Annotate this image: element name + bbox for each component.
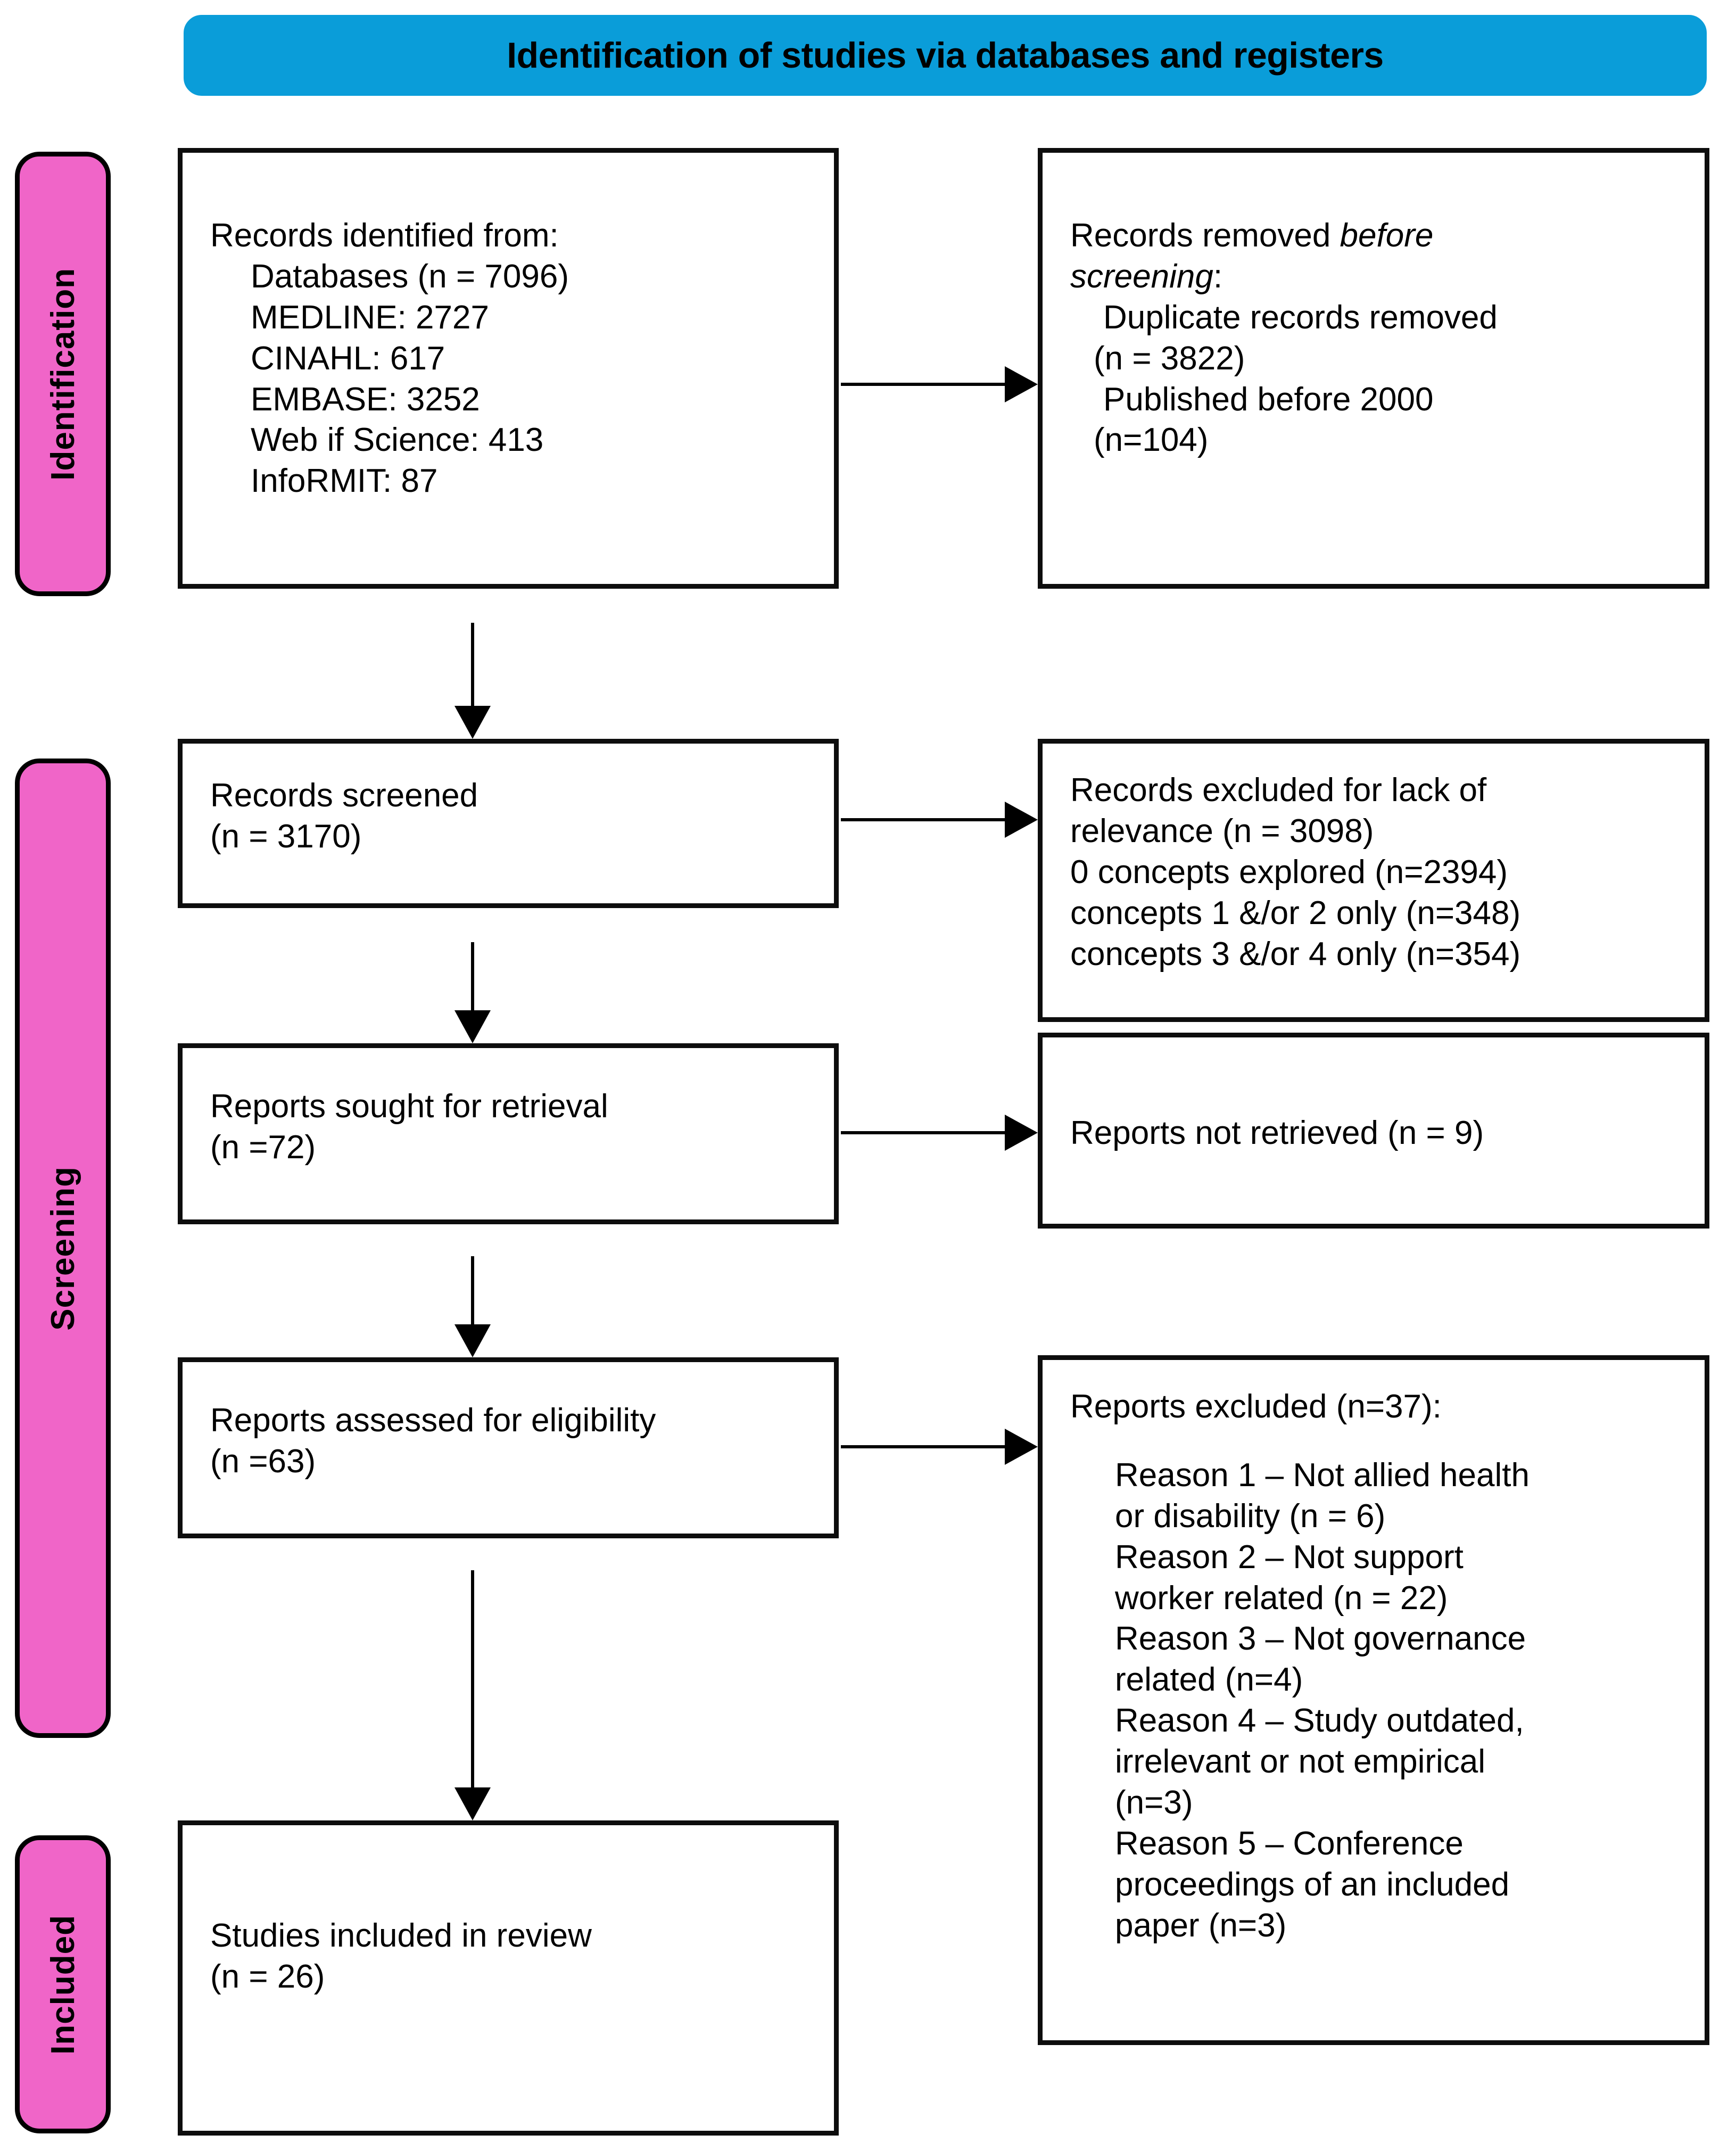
box-reports-assessed: Reports assessed for eligibility (n =63) (178, 1357, 839, 1538)
records-identified-line-4: CINAHL: 617 (251, 340, 445, 377)
diagram-header-banner: Identification of studies via databases … (184, 15, 1707, 96)
records-identified-line-1: Records identified from: (210, 217, 559, 254)
reports-sought-line-1: Reports sought for retrieval (210, 1088, 608, 1125)
reports-excluded-reason-4c: (n=3) (1115, 1784, 1193, 1821)
box-records-excluded: Records excluded for lack of relevance (… (1038, 739, 1709, 1022)
records-identified-line-6: Web if Science: 413 (251, 422, 544, 459)
records-excluded-line-4: concepts 1 &/or 2 only (n=348) (1070, 894, 1521, 932)
records-removed-line-4: (n = 3822) (1094, 340, 1245, 377)
reports-excluded-reason-2a: Reason 2 – Not support (1115, 1538, 1464, 1576)
records-identified-line-2: Databases (n = 7096) (251, 258, 569, 295)
records-removed-emph-screening: screening (1070, 258, 1213, 295)
records-excluded-line-1: Records excluded for lack of (1070, 772, 1487, 809)
reports-excluded-reason-1b: or disability (n = 6) (1115, 1497, 1386, 1535)
reports-excluded-reason-3b: related (n=4) (1115, 1661, 1303, 1699)
records-screened-line-1: Records screened (210, 777, 478, 814)
records-screened-line-2: (n = 3170) (210, 818, 362, 855)
records-removed-line-3: Duplicate records removed (1103, 299, 1498, 336)
stage-label-included: Included (44, 1914, 81, 2055)
records-removed-line-5: Published before 2000 (1103, 381, 1434, 418)
reports-excluded-reason-5b: proceedings of an included (1115, 1866, 1510, 1903)
reports-excluded-spacer (1070, 1428, 1692, 1455)
stage-label-screening: Screening (44, 1166, 81, 1331)
box-reports-sought: Reports sought for retrieval (n =72) (178, 1043, 839, 1224)
reports-sought-line-2: (n =72) (210, 1128, 316, 1166)
records-excluded-line-5: concepts 3 &/or 4 only (n=354) (1070, 935, 1521, 972)
box-records-identified: Records identified from: Databases (n = … (178, 148, 839, 589)
stage-bar-identification: Identification (15, 152, 111, 596)
reports-assessed-line-1: Reports assessed for eligibility (210, 1402, 656, 1439)
reports-excluded-reason-4b: irrelevant or not empirical (1115, 1743, 1486, 1780)
records-removed-line-2: screening: (1070, 257, 1692, 298)
records-excluded-line-2: relevance (n = 3098) (1070, 812, 1374, 850)
stage-label-identification: Identification (44, 267, 81, 481)
reports-excluded-reason-5a: Reason 5 – Conference (1115, 1825, 1464, 1862)
box-studies-included: Studies included in review (n = 26) (178, 1820, 839, 2136)
box-reports-not-retrieved: Reports not retrieved (n = 9) (1038, 1033, 1709, 1229)
stage-bar-screening: Screening (15, 759, 111, 1738)
records-removed-line-6: (n=104) (1094, 422, 1209, 459)
records-identified-line-7: InfoRMIT: 87 (251, 463, 438, 500)
records-removed-text-a: Records removed (1070, 217, 1340, 254)
records-removed-emph-before: before (1340, 217, 1434, 254)
records-identified-line-3: MEDLINE: 2727 (251, 299, 489, 336)
reports-excluded-reason-2b: worker related (n = 22) (1115, 1579, 1448, 1617)
records-excluded-line-3: 0 concepts explored (n=2394) (1070, 853, 1508, 891)
reports-excluded-reason-1a: Reason 1 – Not allied health (1115, 1456, 1530, 1494)
reports-assessed-line-2: (n =63) (210, 1443, 316, 1480)
box-records-removed: Records removed before screening: Duplic… (1038, 148, 1709, 589)
records-removed-line-1: Records removed before (1070, 216, 1692, 257)
studies-included-line-2: (n = 26) (210, 1958, 325, 1995)
reports-excluded-reason-5c: paper (n=3) (1115, 1907, 1287, 1944)
stage-bar-included: Included (15, 1835, 111, 2133)
records-identified-line-5: EMBASE: 3252 (251, 381, 480, 418)
records-removed-colon: : (1213, 258, 1223, 295)
reports-excluded-line-1: Reports excluded (n=37): (1070, 1388, 1442, 1425)
studies-included-line-1: Studies included in review (210, 1917, 592, 1954)
reports-not-retrieved-line-1: Reports not retrieved (n = 9) (1070, 1115, 1484, 1151)
diagram-title: Identification of studies via databases … (507, 35, 1384, 76)
reports-excluded-reason-3a: Reason 3 – Not governance (1115, 1620, 1526, 1658)
box-records-screened: Records screened (n = 3170) (178, 739, 839, 908)
reports-excluded-reason-4a: Reason 4 – Study outdated, (1115, 1702, 1524, 1740)
box-reports-excluded: Reports excluded (n=37): Reason 1 – Not … (1038, 1355, 1709, 2045)
